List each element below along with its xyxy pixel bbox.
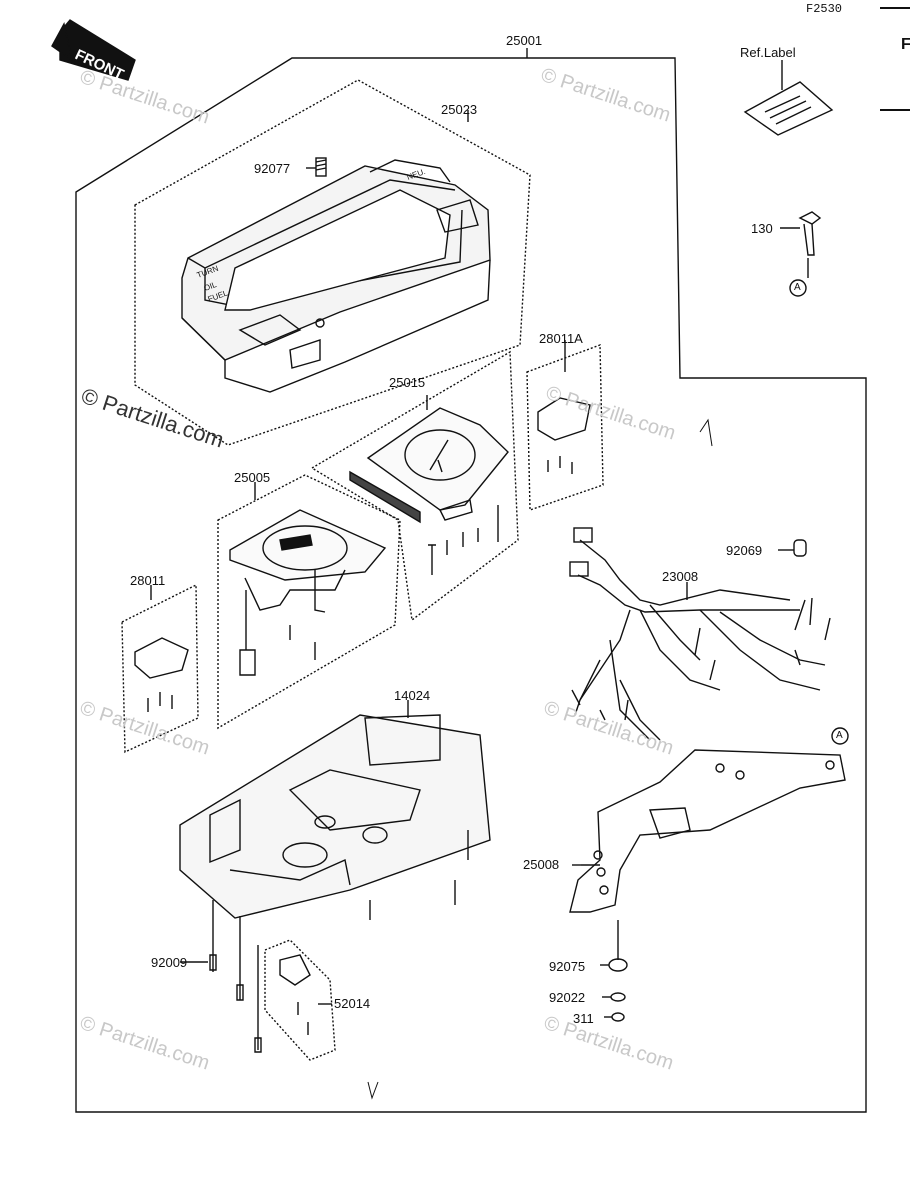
- label-marker-a-top: A: [794, 282, 801, 293]
- label-92077: 92077: [254, 161, 291, 176]
- label-52014: 52014: [334, 996, 371, 1011]
- box-25005: [217, 474, 401, 730]
- box-25023: [134, 79, 531, 446]
- washer-92022-icon: [602, 992, 626, 1002]
- label-92022: 92022: [549, 990, 586, 1005]
- screws-92009-icon: [209, 900, 262, 1053]
- meter-case-drawing: [179, 714, 491, 920]
- box-25015: [310, 350, 519, 622]
- page-code: F2530: [806, 2, 843, 16]
- label-25023: 25023: [441, 102, 478, 117]
- assembly-boundary: [75, 57, 867, 1113]
- label-28011: 28011: [130, 573, 166, 588]
- label-25015: 25015: [389, 375, 426, 390]
- switch-28011A-drawing: [537, 397, 591, 474]
- ref-label-icon: [743, 60, 834, 136]
- bracket-25008-drawing: [569, 749, 846, 913]
- meter-cover-drawing: [181, 159, 491, 393]
- bolt-130-icon: [780, 211, 822, 297]
- tag-oil: OIL: [203, 280, 219, 293]
- label-ref-label: Ref.Label: [740, 45, 796, 60]
- switch-28011-drawing: [134, 637, 189, 712]
- label-92069: 92069: [726, 543, 763, 558]
- damper-92075-icon: [600, 920, 628, 972]
- front-arrow-icon: [51, 19, 136, 81]
- label-marker-a-bottom: A: [836, 730, 843, 741]
- label-130: 130: [751, 221, 773, 236]
- label-25008: 25008: [523, 857, 560, 872]
- edge-mark: F: [901, 36, 910, 53]
- speedometer-drawing: [229, 509, 387, 676]
- label-28011A: 28011A: [539, 331, 583, 346]
- tachometer-drawing: [349, 407, 509, 524]
- label-23008: 23008: [662, 569, 699, 584]
- label-25005: 25005: [234, 470, 271, 485]
- label-92075: 92075: [549, 959, 586, 974]
- marker-a-circle: [831, 727, 849, 745]
- bulb-92069-icon: [778, 539, 807, 557]
- screws-25015-icon: [428, 505, 499, 575]
- label-311: 311: [573, 1011, 594, 1026]
- nut-311-icon: [604, 1012, 625, 1022]
- wire-harness-drawing: [569, 527, 831, 741]
- label-14024: 14024: [394, 688, 431, 703]
- screw-92077-icon: [306, 157, 327, 177]
- label-25001: 25001: [506, 33, 543, 48]
- label-92009: 92009: [151, 955, 188, 970]
- box-28011A: [526, 344, 604, 511]
- box-52014: [264, 939, 336, 1061]
- sensor-52014-drawing: [279, 954, 311, 1035]
